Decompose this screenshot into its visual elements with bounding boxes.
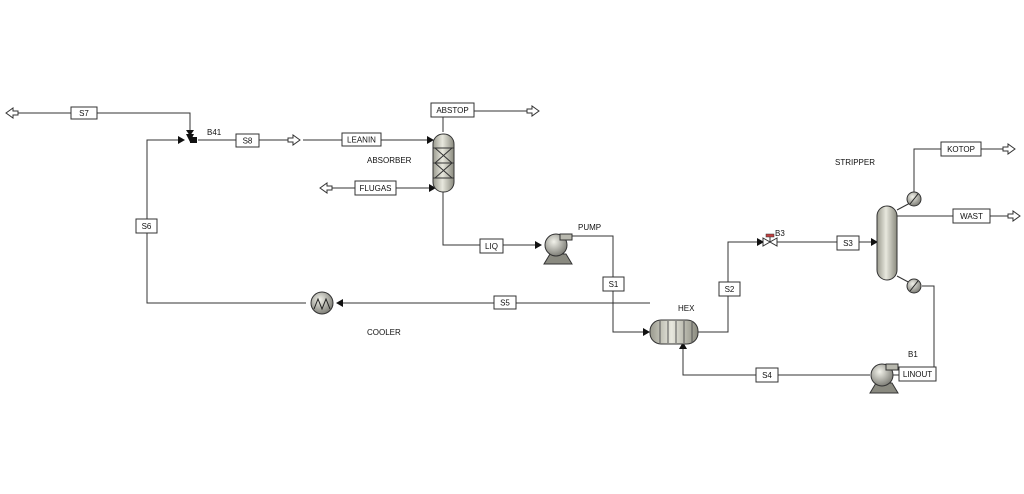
svg-text:S6: S6 (142, 222, 152, 231)
flow-arrows (5, 105, 1021, 349)
svg-text:S4: S4 (762, 371, 772, 380)
label-flugas[interactable]: FLUGAS (354, 180, 397, 196)
arrow-liq-icon (535, 241, 542, 249)
svg-text:S1: S1 (609, 280, 619, 289)
label-s5[interactable]: S5 (493, 295, 517, 310)
label-s4[interactable]: S4 (755, 367, 779, 383)
feed-arrow-flugas-icon[interactable] (319, 182, 333, 194)
feed-arrow-s7-icon[interactable] (5, 107, 19, 119)
svg-text:LIQ: LIQ (485, 242, 498, 251)
absorber-column-icon[interactable] (432, 133, 455, 193)
stream-line-linout[interactable] (892, 285, 935, 376)
feed-arrow-kotop-icon[interactable] (1002, 143, 1016, 155)
label-linout[interactable]: LINOUT (898, 366, 937, 382)
label-s7[interactable]: S7 (70, 106, 98, 120)
arrow-s6-icon (178, 136, 185, 144)
pump-b1-icon[interactable] (869, 363, 899, 394)
label-wast[interactable]: WAST (952, 208, 991, 224)
svg-text:LINOUT: LINOUT (903, 370, 932, 379)
unit-label-absorber: ABSORBER (367, 156, 412, 165)
valve-b3-icon[interactable] (762, 233, 778, 247)
label-s3[interactable]: S3 (836, 235, 860, 251)
label-s6[interactable]: S6 (135, 218, 158, 234)
svg-text:S2: S2 (725, 285, 735, 294)
feed-arrow-abstop-icon[interactable] (526, 105, 540, 117)
label-kotop[interactable]: KOTOP (940, 141, 982, 157)
mixer-b41-icon[interactable] (186, 134, 197, 143)
unit-label-cooler: COOLER (367, 328, 401, 337)
arrow-s4-icon (679, 342, 687, 349)
svg-text:S3: S3 (843, 239, 853, 248)
arrow-s3-icon (871, 238, 878, 246)
label-s1[interactable]: S1 (602, 276, 625, 292)
label-s2[interactable]: S2 (718, 281, 741, 297)
unit-label-b1: B1 (908, 350, 918, 359)
arrow-s7-icon (186, 130, 194, 136)
stream-line-s4[interactable] (682, 344, 870, 376)
pump-icon[interactable] (543, 233, 573, 265)
heat-exchanger-hex-icon[interactable] (649, 319, 699, 345)
unit-label-stripper: STRIPPER (835, 158, 875, 167)
label-abstop[interactable]: ABSTOP (430, 102, 475, 118)
svg-text:FLUGAS: FLUGAS (359, 184, 391, 193)
svg-text:S7: S7 (79, 109, 89, 118)
svg-text:LEANIN: LEANIN (347, 136, 376, 145)
stream-line-liq[interactable] (442, 192, 540, 246)
arrow-leanin-icon (427, 136, 434, 144)
cooler-icon[interactable] (310, 291, 334, 315)
label-leanin[interactable]: LEANIN (341, 132, 382, 147)
arrow-s5-icon (336, 299, 343, 307)
arrow-s2-icon (757, 238, 764, 246)
svg-text:KOTOP: KOTOP (947, 145, 975, 154)
svg-text:WAST: WAST (960, 212, 983, 221)
svg-text:ABSTOP: ABSTOP (436, 106, 468, 115)
unit-label-b3: B3 (775, 229, 785, 238)
svg-text:S8: S8 (243, 137, 253, 146)
unit-label-b41: B41 (207, 128, 222, 137)
arrow-flugas-icon (429, 184, 436, 192)
stream-lines (16, 110, 1010, 376)
arrow-s1-icon (643, 328, 650, 336)
svg-text:S5: S5 (500, 299, 510, 308)
unit-label-pump: PUMP (578, 223, 601, 232)
stream-line-s6[interactable] (146, 139, 306, 304)
stream-line-s7[interactable] (16, 112, 191, 133)
stripper-column-icon[interactable] (876, 191, 922, 294)
feed-arrow-wast-icon[interactable] (1007, 210, 1021, 222)
label-s8[interactable]: S8 (235, 133, 260, 148)
unit-label-hex: HEX (678, 304, 695, 313)
label-liq[interactable]: LIQ (479, 238, 504, 254)
feed-arrow-s8-icon[interactable] (287, 134, 301, 146)
